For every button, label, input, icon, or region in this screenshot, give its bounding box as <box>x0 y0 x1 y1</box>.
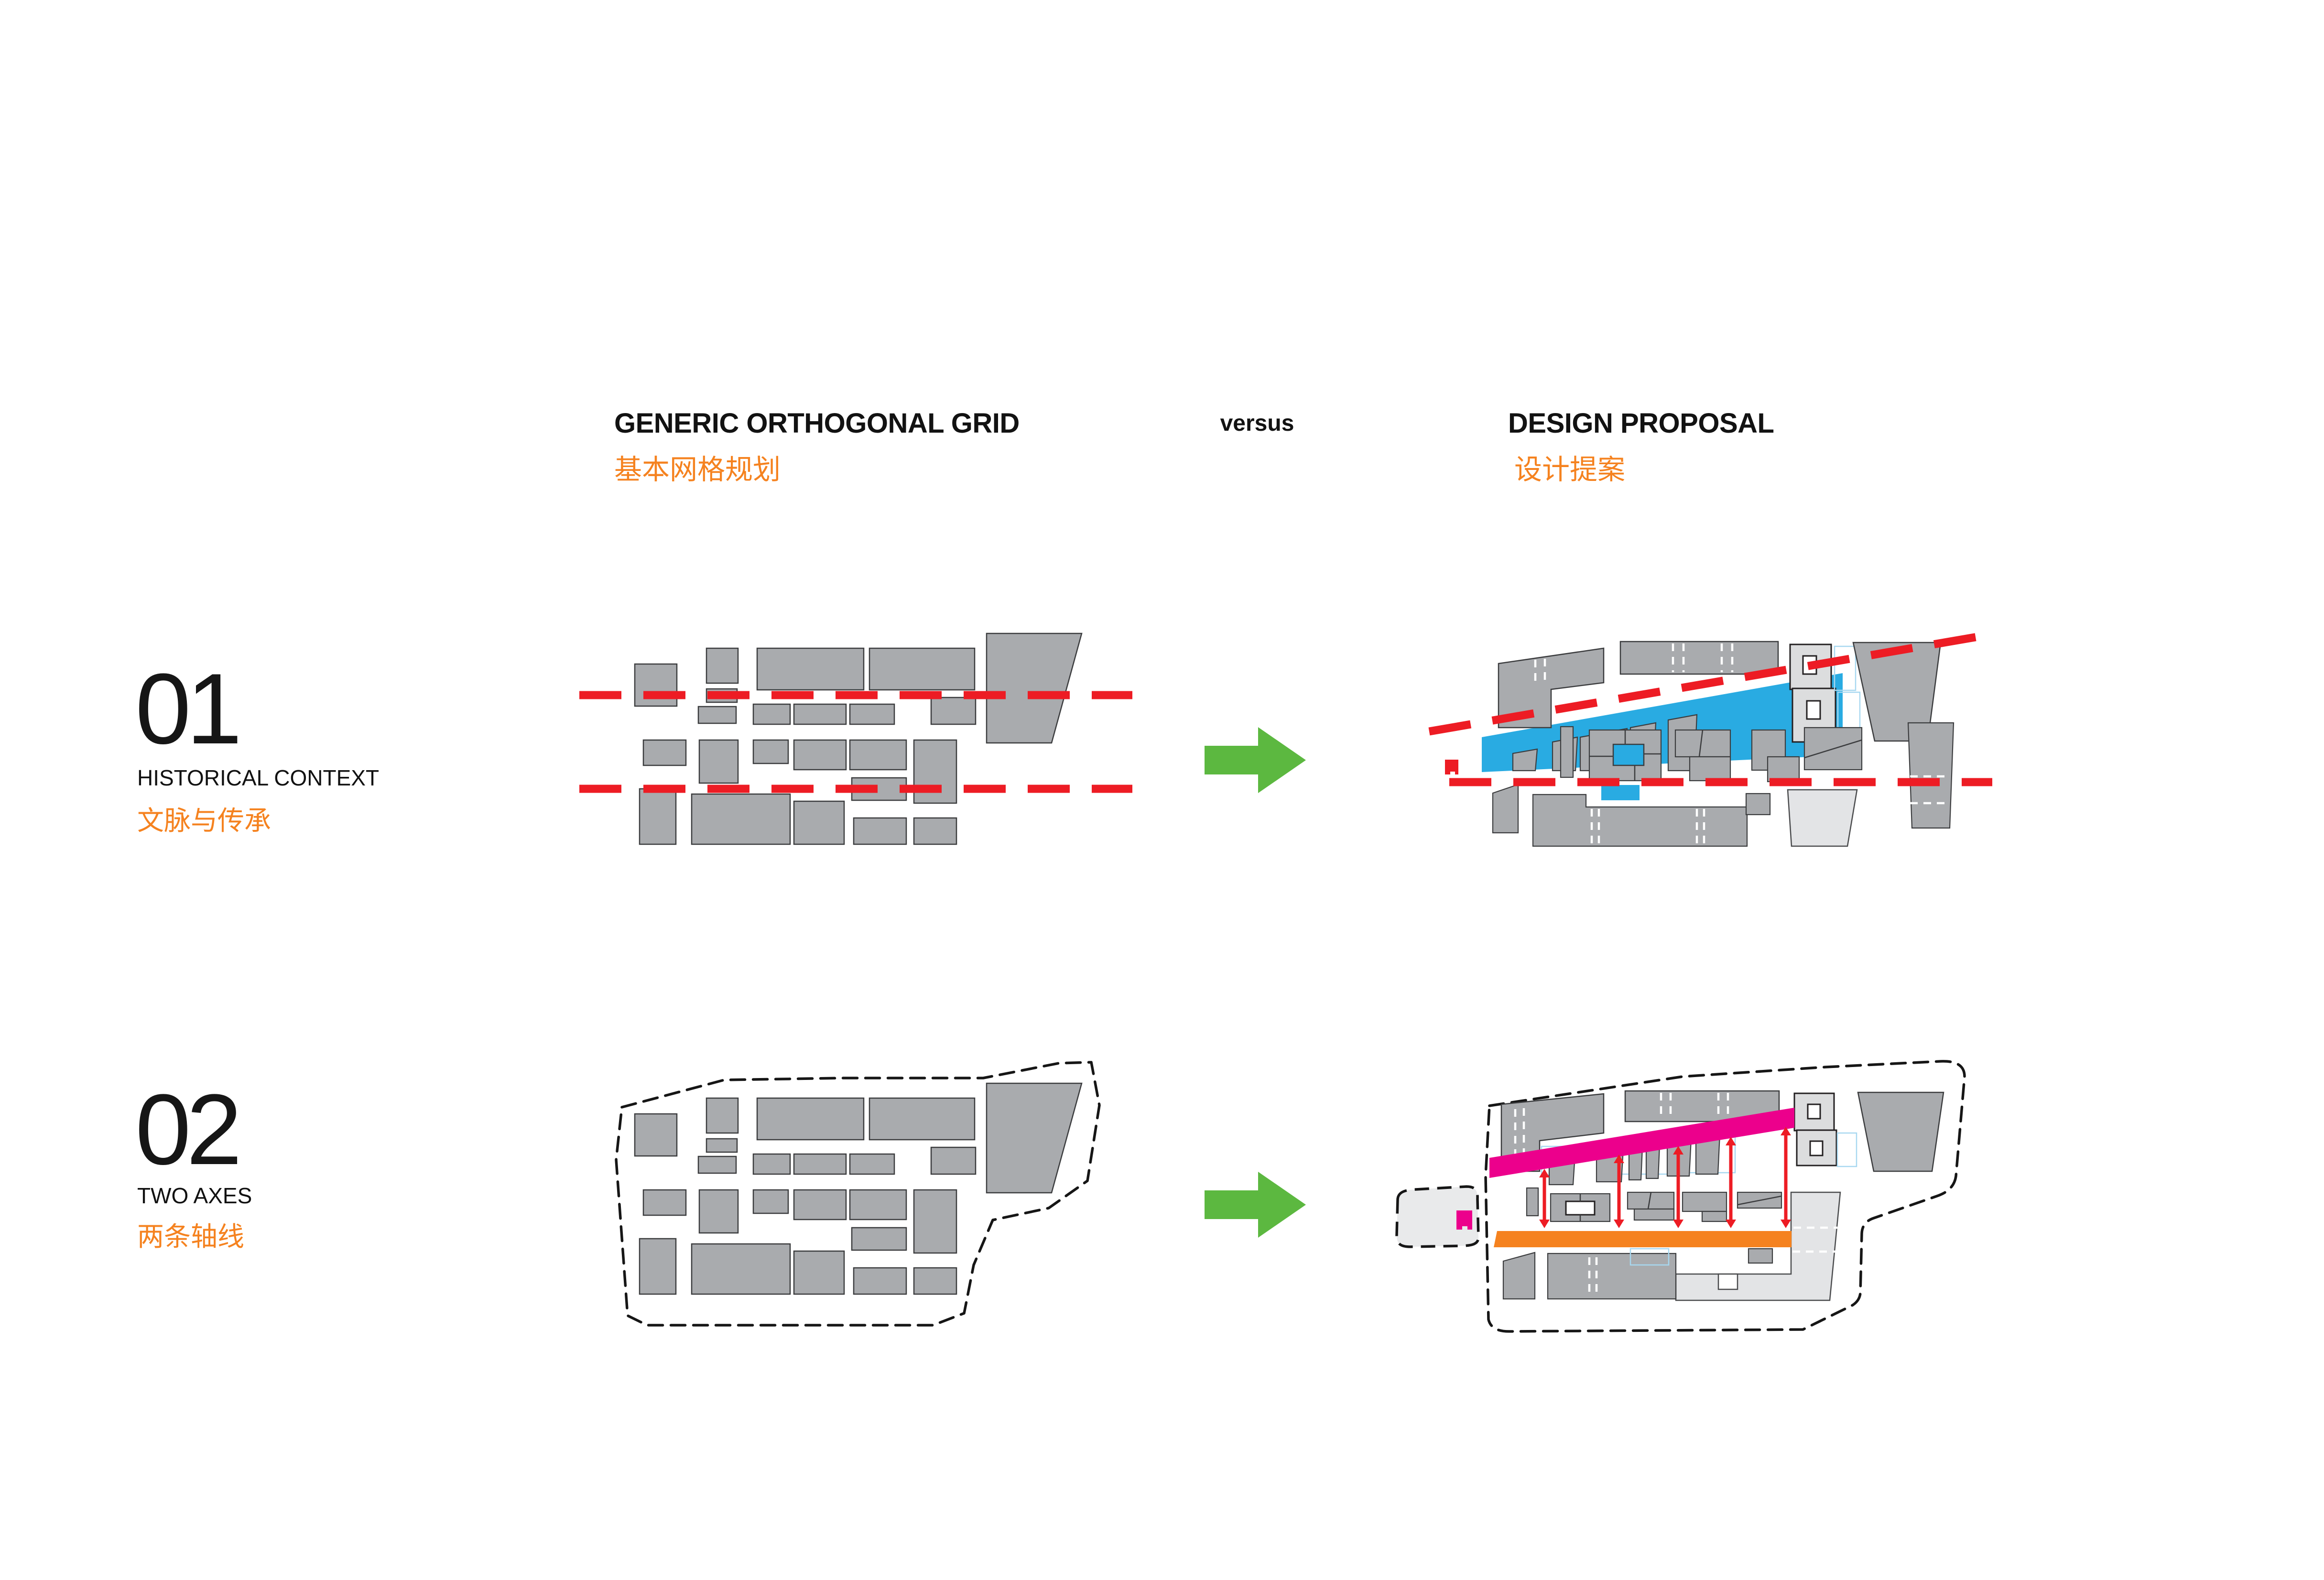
proposal-column-subtitle-zh: 设计提案 <box>1514 454 1626 485</box>
section-01-number: 01 <box>135 653 242 765</box>
section-02-title: TWO AXES <box>137 1183 252 1208</box>
diagram-design-proposal-axes <box>1395 1060 1966 1333</box>
blue-highlight <box>1601 785 1640 800</box>
section-01-subtitle-zh: 文脉与传承 <box>137 806 271 836</box>
site-boundary <box>615 1061 1101 1327</box>
city-blocks <box>634 1082 1083 1295</box>
plaza <box>1787 789 1858 847</box>
red-dashed-axis-rotated <box>1428 630 1995 736</box>
grid-column-title: GENERIC ORTHOGONAL GRID <box>614 408 1020 439</box>
diagram-design-proposal-historical <box>1428 630 1995 847</box>
block <box>1619 641 1779 675</box>
axis-span-arrows <box>1539 1127 1791 1228</box>
orange-axis <box>1494 1231 1792 1247</box>
magenta-landmark-block <box>1456 1210 1472 1230</box>
bottom-band-blocks <box>1502 1248 1773 1300</box>
red-landmark-block <box>1445 760 1458 774</box>
blue-courtyard-highlight <box>1612 743 1645 766</box>
middle-band-blocks <box>1526 1187 1782 1222</box>
city-blocks <box>634 632 1083 845</box>
bottom-band-blocks <box>1492 784 1858 847</box>
satellite-plot-boundary <box>1395 1185 1480 1248</box>
diagram-generic-grid-axes <box>615 1061 1101 1327</box>
section-01-title: HISTORICAL CONTEXT <box>137 765 380 790</box>
versus-label: versus <box>1220 411 1294 436</box>
magenta-axis <box>1489 1108 1794 1178</box>
grid-column-subtitle-zh: 基本网格规划 <box>614 454 781 485</box>
block <box>1498 647 1605 729</box>
section-02-number: 02 <box>135 1073 242 1186</box>
diagram-generic-grid-historical <box>579 632 1132 845</box>
middle-band-blocks <box>1560 722 1955 829</box>
transform-arrow-icon <box>1205 1172 1306 1238</box>
proposal-column-title: DESIGN PROPOSAL <box>1508 408 1774 439</box>
plaza <box>1675 1191 1841 1301</box>
section-02-subtitle-zh: 两条轴线 <box>137 1221 244 1252</box>
transform-arrow-icon <box>1205 727 1306 793</box>
site-boundary <box>1484 1060 1966 1333</box>
